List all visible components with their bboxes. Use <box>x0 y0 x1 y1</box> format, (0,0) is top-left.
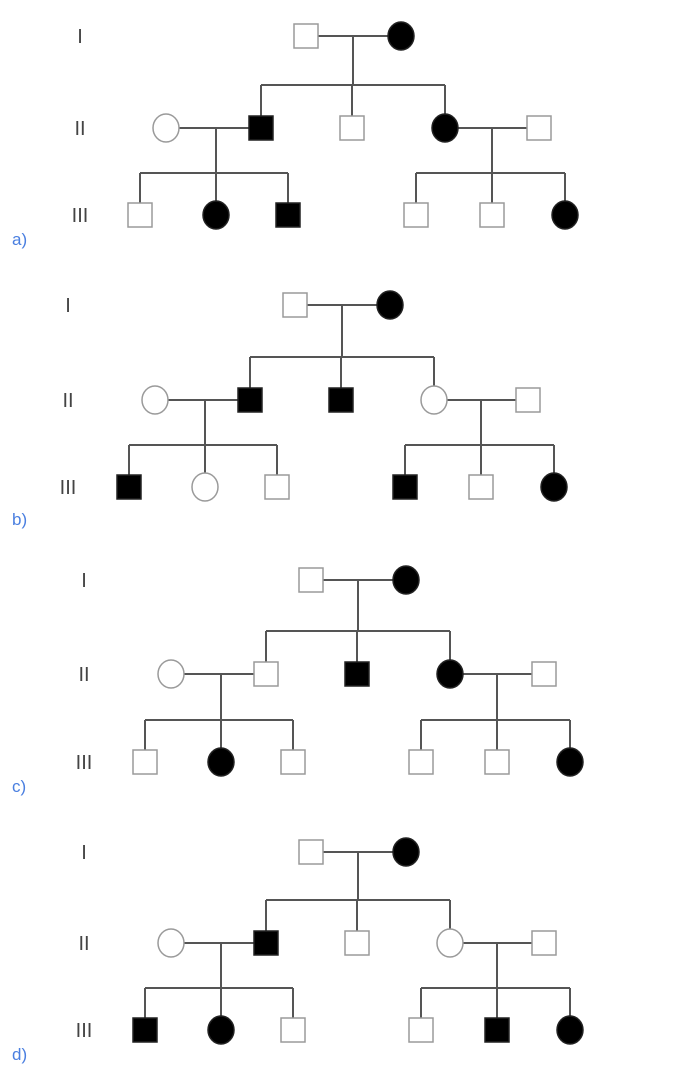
generation-label: I <box>65 295 71 317</box>
unaffected-male-symbol <box>484 749 510 775</box>
generation-label: III <box>60 477 77 499</box>
affected-female-symbol <box>207 1015 235 1045</box>
unaffected-male-symbol <box>531 930 557 956</box>
affected-male-symbol <box>132 1017 158 1043</box>
affected-female-symbol <box>431 113 459 143</box>
affected-female-symbol <box>392 837 420 867</box>
generation-label: II <box>74 118 85 140</box>
affected-female-symbol <box>202 200 230 230</box>
unaffected-male-symbol <box>479 202 505 228</box>
unaffected-male-symbol <box>253 661 279 687</box>
unaffected-male-symbol <box>132 749 158 775</box>
unaffected-male-symbol <box>127 202 153 228</box>
generation-label: III <box>76 752 93 774</box>
unaffected-male-symbol <box>344 930 370 956</box>
affected-female-symbol <box>387 21 415 51</box>
unaffected-male-symbol <box>403 202 429 228</box>
affected-male-symbol <box>253 930 279 956</box>
affected-female-symbol <box>556 747 584 777</box>
unaffected-male-symbol <box>515 387 541 413</box>
generation-label: III <box>72 205 89 227</box>
unaffected-female-symbol <box>152 113 180 143</box>
panel-label: b) <box>12 510 27 529</box>
unaffected-female-symbol <box>157 928 185 958</box>
generation-label: I <box>81 842 87 864</box>
generation-label: II <box>62 390 73 412</box>
panel-label: a) <box>12 230 27 249</box>
affected-female-symbol <box>551 200 579 230</box>
affected-female-symbol <box>392 565 420 595</box>
unaffected-male-symbol <box>264 474 290 500</box>
unaffected-male-symbol <box>293 23 319 49</box>
affected-male-symbol <box>237 387 263 413</box>
generation-label: II <box>78 664 89 686</box>
unaffected-female-symbol <box>141 385 169 415</box>
unaffected-male-symbol <box>531 661 557 687</box>
unaffected-female-symbol <box>436 928 464 958</box>
unaffected-male-symbol <box>339 115 365 141</box>
panel-label: c) <box>12 777 26 796</box>
affected-male-symbol <box>116 474 142 500</box>
unaffected-male-symbol <box>280 749 306 775</box>
affected-female-symbol <box>540 472 568 502</box>
generation-label: II <box>78 933 89 955</box>
unaffected-male-symbol <box>282 292 308 318</box>
affected-male-symbol <box>344 661 370 687</box>
affected-female-symbol <box>376 290 404 320</box>
affected-male-symbol <box>328 387 354 413</box>
unaffected-male-symbol <box>298 839 324 865</box>
generation-label: I <box>81 570 87 592</box>
unaffected-male-symbol <box>280 1017 306 1043</box>
affected-female-symbol <box>207 747 235 777</box>
affected-male-symbol <box>275 202 301 228</box>
unaffected-female-symbol <box>191 472 219 502</box>
affected-female-symbol <box>436 659 464 689</box>
unaffected-male-symbol <box>408 1017 434 1043</box>
affected-female-symbol <box>556 1015 584 1045</box>
affected-male-symbol <box>392 474 418 500</box>
unaffected-female-symbol <box>420 385 448 415</box>
panel-label: d) <box>12 1045 27 1064</box>
unaffected-male-symbol <box>526 115 552 141</box>
affected-male-symbol <box>484 1017 510 1043</box>
generation-label: I <box>77 26 83 48</box>
unaffected-male-symbol <box>298 567 324 593</box>
unaffected-male-symbol <box>468 474 494 500</box>
affected-male-symbol <box>248 115 274 141</box>
unaffected-female-symbol <box>157 659 185 689</box>
unaffected-male-symbol <box>408 749 434 775</box>
generation-label: III <box>76 1020 93 1042</box>
